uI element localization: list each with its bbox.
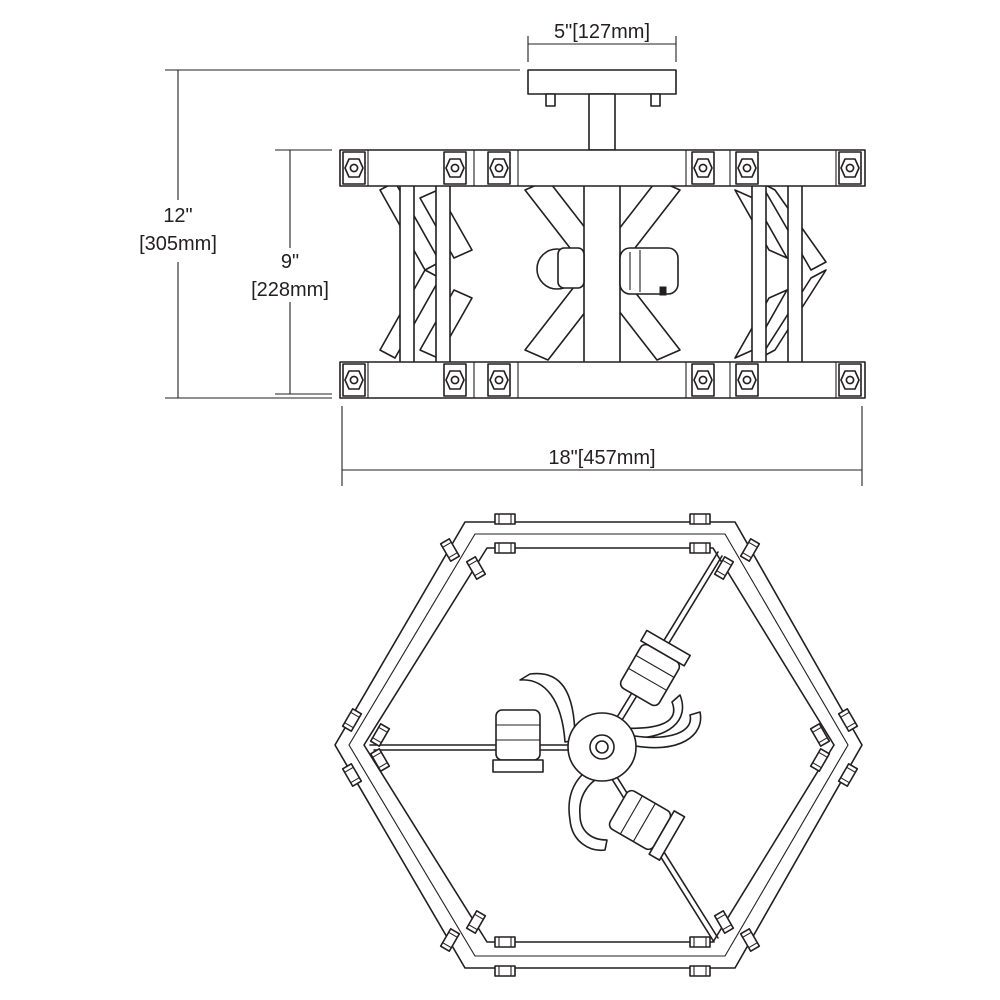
overall-width-label: 18"[457mm]	[548, 447, 655, 469]
overall-height-in-label: 12"	[163, 205, 192, 227]
canopy	[527, 69, 677, 95]
hex-frame-outer	[334, 521, 863, 969]
sockets	[536, 247, 679, 296]
vertical-posts	[399, 181, 803, 367]
hex-frame-mid	[348, 533, 849, 957]
bottom-rail	[339, 361, 866, 399]
top-rail	[339, 149, 866, 187]
dimension-lines	[165, 36, 863, 486]
body-height-mm-label: [228mm]	[251, 279, 329, 301]
plan-sockets	[492, 629, 691, 861]
hex-frame-inner	[363, 547, 835, 943]
socket-arms	[519, 672, 702, 851]
body-height-in-label: 9"	[281, 251, 299, 273]
side-elevation	[339, 69, 866, 399]
stem	[588, 93, 616, 151]
canopy-screws	[545, 93, 661, 107]
canopy-width-label: 5"[127mm]	[554, 21, 650, 43]
plan-view	[334, 513, 863, 977]
overall-height-mm-label: [305mm]	[139, 233, 217, 255]
